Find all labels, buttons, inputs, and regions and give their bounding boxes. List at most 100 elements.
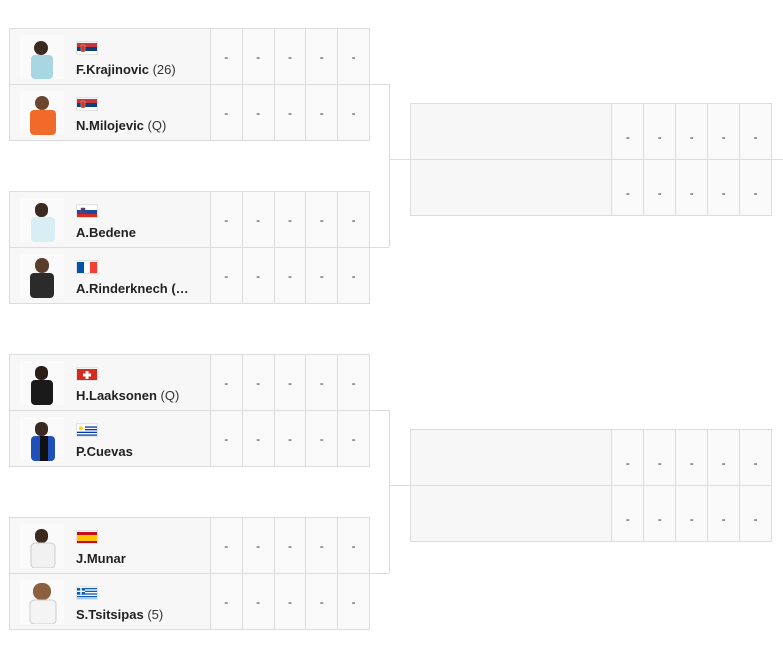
player-cell: S.Tsitsipas (5) bbox=[10, 574, 211, 629]
spain-flag-icon bbox=[76, 530, 98, 544]
player-cell: P.Cuevas bbox=[10, 411, 211, 466]
match-2: A.Bedene - - - - - A.Rinderknech (… - - … bbox=[9, 191, 371, 304]
bracket-connector bbox=[370, 410, 389, 411]
set-score: - bbox=[644, 430, 677, 485]
set-score: - bbox=[274, 574, 307, 629]
set-score: - bbox=[210, 248, 243, 303]
player-row[interactable]: A.Bedene - - - - - bbox=[10, 192, 371, 248]
player-name: H.Laaksonen (Q) bbox=[76, 388, 180, 403]
switzerland-flag-icon bbox=[76, 367, 98, 381]
set-score: - bbox=[242, 574, 275, 629]
set-score: - bbox=[306, 411, 339, 466]
player-photo bbox=[20, 417, 64, 461]
player-row[interactable]: F.Krajinovic (26) - - - - - bbox=[10, 29, 371, 85]
empty-player-cell bbox=[411, 104, 613, 159]
player-cell: J.Munar bbox=[10, 518, 211, 573]
empty-player-cell bbox=[411, 486, 613, 541]
set-score: - bbox=[338, 574, 371, 629]
set-score: - bbox=[676, 160, 709, 215]
player-photo bbox=[20, 35, 64, 79]
set-score: - bbox=[740, 430, 772, 485]
player-row[interactable]: - - - - - bbox=[411, 104, 772, 160]
player-name: S.Tsitsipas (5) bbox=[76, 607, 164, 622]
set-score: - bbox=[210, 192, 243, 247]
player-cell: A.Bedene bbox=[10, 192, 211, 247]
set-score: - bbox=[676, 430, 709, 485]
serbia-flag-icon bbox=[76, 97, 98, 111]
set-score: - bbox=[338, 248, 371, 303]
player-name: P.Cuevas bbox=[76, 444, 133, 459]
bracket-connector bbox=[389, 159, 410, 160]
set-score: - bbox=[644, 486, 677, 541]
player-name: A.Bedene bbox=[76, 225, 136, 240]
set-score: - bbox=[708, 430, 741, 485]
player-cell: N.Milojevic (Q) bbox=[10, 85, 211, 140]
player-name: F.Krajinovic (26) bbox=[76, 62, 176, 77]
player-name: N.Milojevic (Q) bbox=[76, 118, 167, 133]
set-score: - bbox=[740, 104, 772, 159]
player-photo bbox=[20, 91, 64, 135]
player-row[interactable]: - - - - - bbox=[411, 160, 772, 216]
france-flag-icon bbox=[76, 260, 98, 274]
serbia-flag-icon bbox=[76, 41, 98, 55]
bracket-connector bbox=[772, 159, 783, 160]
greece-flag-icon bbox=[76, 586, 98, 600]
player-row[interactable]: H.Laaksonen (Q) - - - - - bbox=[10, 355, 371, 411]
set-score: - bbox=[274, 518, 307, 573]
set-score: - bbox=[242, 518, 275, 573]
set-score: - bbox=[242, 411, 275, 466]
match-1: F.Krajinovic (26) - - - - - N.Milojevic … bbox=[9, 28, 371, 141]
match-4: J.Munar - - - - - S.Tsitsipas (5) - - - … bbox=[9, 517, 371, 630]
set-score: - bbox=[242, 248, 275, 303]
player-row[interactable]: A.Rinderknech (… - - - - - bbox=[10, 248, 371, 304]
set-score: - bbox=[708, 104, 741, 159]
round2-match-1: - - - - - - - - - - bbox=[410, 103, 772, 216]
set-score: - bbox=[306, 574, 339, 629]
empty-player-cell bbox=[411, 430, 613, 485]
set-score: - bbox=[242, 192, 275, 247]
player-cell: A.Rinderknech (… bbox=[10, 248, 211, 303]
player-photo bbox=[20, 198, 64, 242]
player-row[interactable]: - - - - - bbox=[411, 430, 772, 486]
set-score: - bbox=[338, 518, 371, 573]
round2-match-2: - - - - - - - - - - bbox=[410, 429, 772, 542]
bracket-connector bbox=[370, 247, 389, 248]
set-score: - bbox=[210, 518, 243, 573]
set-score: - bbox=[274, 248, 307, 303]
player-row[interactable]: - - - - - bbox=[411, 486, 772, 542]
set-score: - bbox=[274, 192, 307, 247]
set-score: - bbox=[306, 518, 339, 573]
player-cell: H.Laaksonen (Q) bbox=[10, 355, 211, 410]
uruguay-flag-icon bbox=[76, 423, 98, 437]
player-row[interactable]: J.Munar - - - - - bbox=[10, 518, 371, 574]
set-score: - bbox=[612, 104, 645, 159]
set-score: - bbox=[338, 355, 371, 410]
set-score: - bbox=[210, 574, 243, 629]
player-photo bbox=[20, 254, 64, 298]
player-row[interactable]: P.Cuevas - - - - - bbox=[10, 411, 371, 467]
match-3: H.Laaksonen (Q) - - - - - P.Cuevas - - -… bbox=[9, 354, 371, 467]
player-photo bbox=[20, 361, 64, 405]
set-score: - bbox=[306, 85, 339, 140]
player-row[interactable]: N.Milojevic (Q) - - - - - bbox=[10, 85, 371, 141]
set-score: - bbox=[740, 486, 772, 541]
set-score: - bbox=[274, 29, 307, 84]
set-score: - bbox=[338, 29, 371, 84]
set-score: - bbox=[242, 29, 275, 84]
set-score: - bbox=[274, 411, 307, 466]
set-score: - bbox=[242, 355, 275, 410]
set-score: - bbox=[740, 160, 772, 215]
set-score: - bbox=[210, 85, 243, 140]
set-score: - bbox=[306, 248, 339, 303]
set-score: - bbox=[708, 160, 741, 215]
player-photo bbox=[20, 580, 64, 624]
player-name: J.Munar bbox=[76, 551, 126, 566]
set-score: - bbox=[708, 486, 741, 541]
set-score: - bbox=[242, 85, 275, 140]
slovenia-flag-icon bbox=[76, 204, 98, 218]
player-row[interactable]: S.Tsitsipas (5) - - - - - bbox=[10, 574, 371, 630]
bracket-connector bbox=[370, 84, 389, 85]
set-score: - bbox=[676, 104, 709, 159]
empty-player-cell bbox=[411, 160, 613, 215]
set-score: - bbox=[306, 192, 339, 247]
